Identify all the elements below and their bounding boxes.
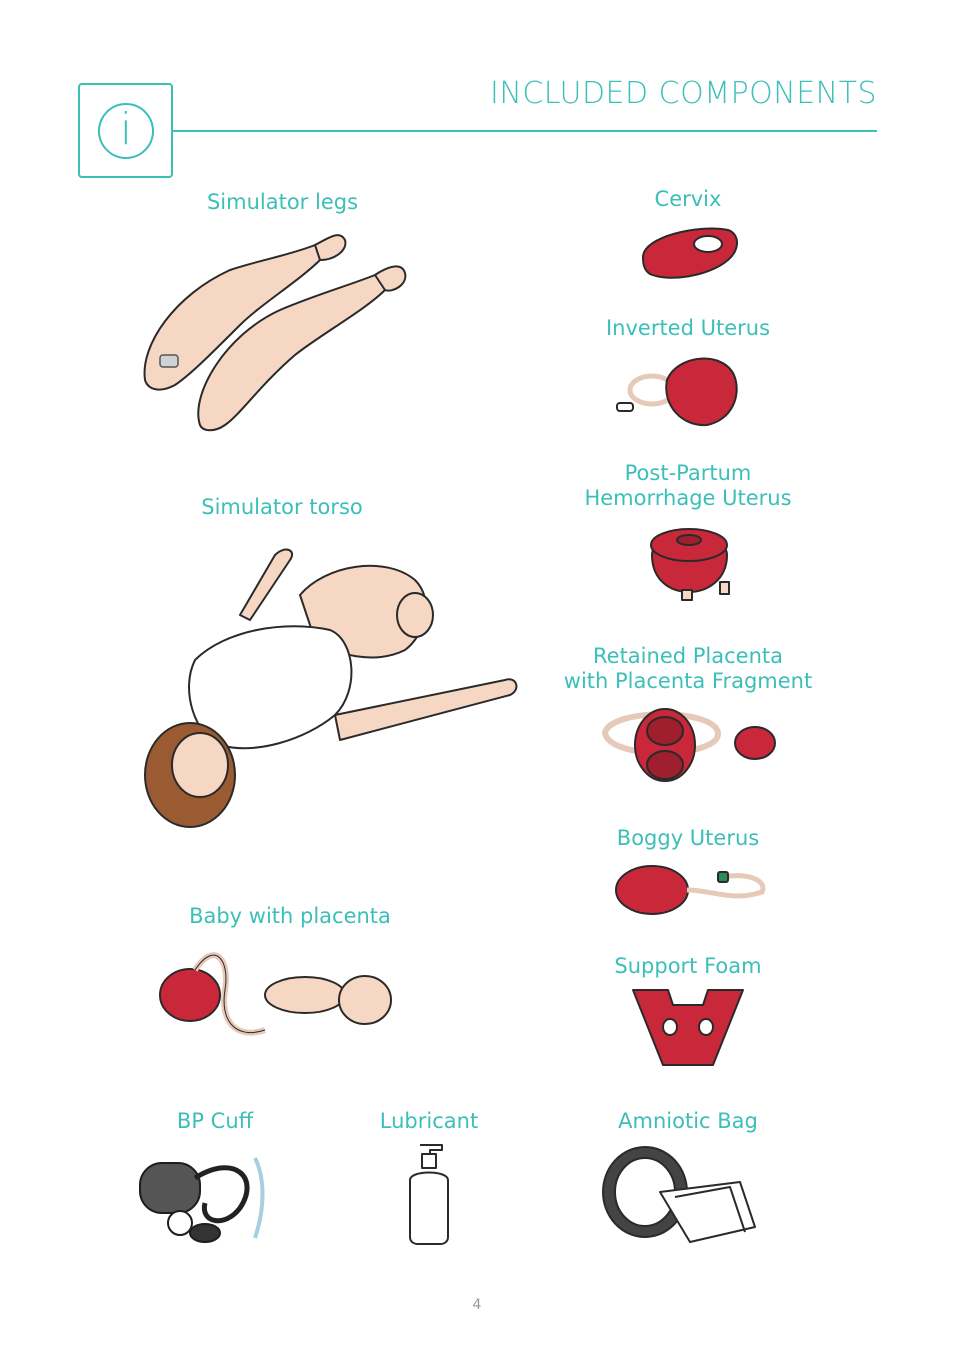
- baby-with-placenta-image: [159, 952, 392, 1036]
- simulator-legs-image: [143, 234, 407, 432]
- amniotic-bag-image: [602, 1146, 756, 1243]
- lubricant-image: [409, 1144, 449, 1245]
- inverted-uterus-image: [616, 357, 738, 427]
- retained-placenta-image: [602, 708, 776, 782]
- info-icon: i: [98, 103, 154, 159]
- label-retained-placenta-line2: with Placenta Fragment: [563, 669, 813, 693]
- label-boggy-uterus: Boggy Uterus: [616, 826, 760, 850]
- label-lubricant: Lubricant: [379, 1109, 479, 1133]
- pph-uterus-image: [650, 528, 730, 601]
- label-cervix: Cervix: [654, 187, 722, 211]
- boggy-uterus-image: [615, 865, 766, 915]
- support-foam-image: [632, 989, 744, 1066]
- info-box: i: [78, 83, 173, 178]
- label-baby-with-placenta: Baby with placenta: [189, 904, 391, 928]
- label-simulator-torso: Simulator torso: [201, 495, 363, 519]
- label-retained-placenta-line1: Retained Placenta: [593, 644, 783, 668]
- bp-cuff-image: [139, 1157, 265, 1243]
- label-bp-cuff: BP Cuff: [176, 1109, 254, 1133]
- page-number: 4: [472, 1297, 482, 1313]
- label-simulator-legs: Simulator legs: [206, 190, 359, 214]
- cervix-image: [642, 227, 738, 279]
- label-pph-uterus-line2: Hemorrhage Uterus: [584, 486, 792, 510]
- label-pph-uterus-line1: Post-Partum: [624, 461, 752, 485]
- page-title: INCLUDED COMPONENTS: [490, 76, 877, 111]
- label-pph-uterus: Post-Partum Hemorrhage Uterus: [568, 461, 808, 511]
- simulator-torso-image: [144, 548, 518, 828]
- label-retained-placenta: Retained Placenta with Placenta Fragment: [558, 644, 818, 694]
- label-support-foam: Support Foam: [614, 954, 762, 978]
- label-amniotic-bag: Amniotic Bag: [618, 1109, 758, 1133]
- header-divider: [173, 130, 877, 132]
- label-inverted-uterus: Inverted Uterus: [605, 316, 771, 340]
